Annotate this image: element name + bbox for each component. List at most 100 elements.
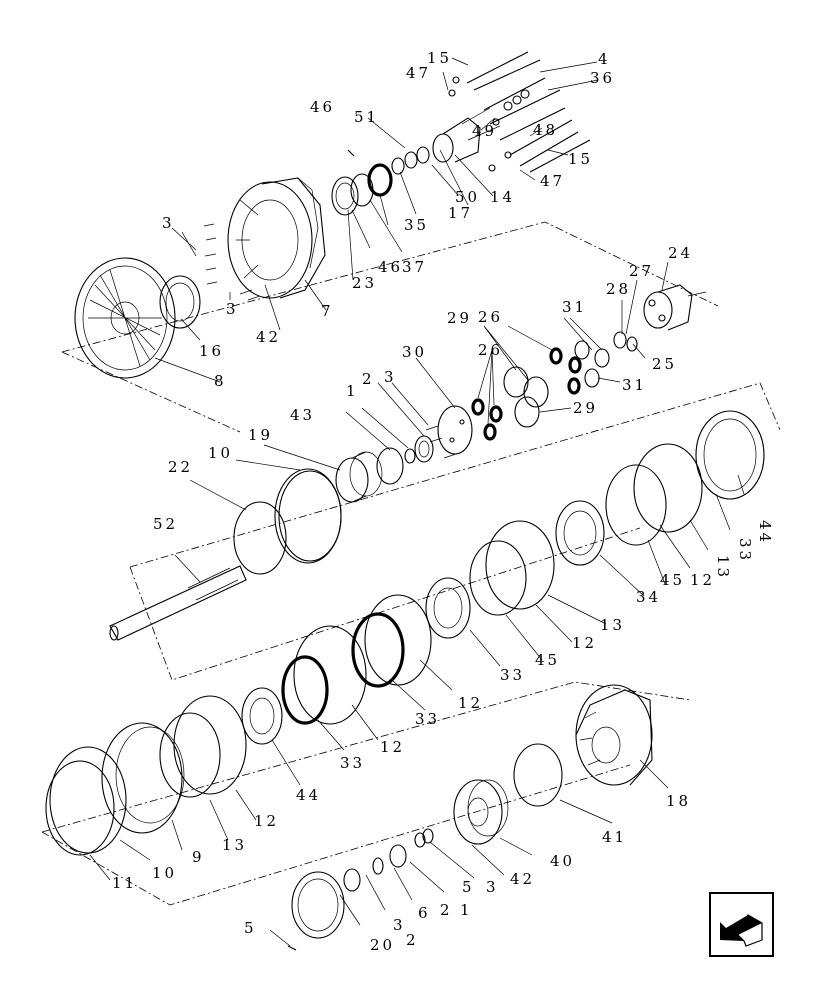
- callout-13c: 13: [222, 836, 247, 854]
- callout-3b: 3: [226, 300, 239, 318]
- callout-12c: 12: [458, 694, 483, 712]
- bearings-26: [471, 347, 582, 441]
- callout-48: 48: [533, 121, 558, 139]
- callout-17: 17: [448, 204, 473, 222]
- callout-10: 10: [208, 444, 233, 462]
- callout-37: 37: [402, 258, 427, 276]
- callout-12a: 12: [690, 571, 715, 589]
- callout-42a: 42: [256, 328, 281, 346]
- callout-35: 35: [404, 216, 429, 234]
- callout-30: 30: [402, 343, 427, 361]
- bolts-3-42: [181, 223, 261, 301]
- planet-gears-29: [503, 366, 549, 428]
- callout-47a: 47: [406, 64, 431, 82]
- rings-21-26: [372, 844, 407, 875]
- callout-44b: 44: [296, 786, 321, 804]
- callout-44a: 44: [756, 520, 774, 545]
- callout-16: 16: [199, 342, 224, 360]
- arrow-nav-icon[interactable]: [709, 892, 774, 957]
- callout-27: 27: [629, 262, 654, 280]
- callout-15a: 15: [427, 49, 452, 67]
- callout-33c: 33: [415, 710, 440, 728]
- leader-lines: [89, 57, 745, 947]
- callout-46b: 46: [378, 258, 403, 276]
- thrust-washer-2: [414, 435, 434, 463]
- output-flange-24: [643, 284, 707, 331]
- shaft-52: [109, 565, 247, 641]
- callout-25: 25: [652, 355, 677, 373]
- clutch-discs-right: [159, 410, 765, 798]
- callout-1b: 1: [460, 901, 473, 919]
- screw-5: [287, 945, 297, 951]
- callout-28: 28: [606, 280, 631, 298]
- callout-29a: 29: [447, 309, 472, 327]
- callout-20: 20: [370, 936, 395, 954]
- callout-33a: 33: [736, 538, 754, 563]
- callout-15b: 15: [568, 150, 593, 168]
- callout-45a: 45: [660, 571, 685, 589]
- section-boundaries: [41, 221, 781, 906]
- callout-40: 40: [550, 852, 575, 870]
- callout-49: 49: [472, 122, 497, 140]
- callout-9: 9: [192, 848, 205, 866]
- yoke-14: [432, 107, 501, 163]
- callout-36: 36: [590, 69, 615, 87]
- callout-29b: 29: [573, 399, 598, 417]
- callout-12e: 12: [254, 812, 279, 830]
- callout-12b: 12: [572, 634, 597, 652]
- callout-51: 51: [354, 108, 379, 126]
- hub-40: [453, 779, 509, 845]
- ring-1: [404, 448, 416, 464]
- callout-10b: 10: [152, 864, 177, 882]
- callout-13a: 13: [714, 555, 732, 580]
- callout-13b: 13: [600, 616, 625, 634]
- thrust-washer-43: [376, 447, 404, 485]
- callout-21: 2: [440, 901, 453, 919]
- callout-45b: 45: [535, 651, 560, 669]
- washers-50-51: [391, 146, 430, 175]
- bolts-15-47: [448, 51, 591, 173]
- callout-12d: 12: [380, 738, 405, 756]
- seal-35: [367, 163, 393, 197]
- ring-41: [513, 743, 563, 807]
- snap-ring-10: [274, 468, 342, 564]
- callout-47b: 47: [540, 172, 565, 190]
- callout-1: 1: [346, 382, 359, 400]
- carrier-30: [437, 405, 473, 455]
- callout-26b: 26: [478, 341, 503, 359]
- callout-42b: 42: [510, 870, 535, 888]
- callout-2b: 2: [406, 931, 419, 949]
- callout-34: 34: [636, 588, 661, 606]
- seals-11: [45, 746, 127, 856]
- callout-labels: 15 47 4 36 49 48 15 47 46 51 50 14 17 35…: [112, 49, 774, 954]
- callout-3d: 3: [486, 878, 499, 896]
- pins-3: [425, 425, 457, 459]
- callout-43: 43: [290, 406, 315, 424]
- cover-20: [291, 871, 345, 939]
- callout-46: 46: [310, 98, 335, 116]
- gasket-16: [159, 275, 201, 329]
- washers-53-42: [414, 828, 434, 848]
- callout-33d: 33: [340, 754, 365, 772]
- callout-33b: 33: [500, 666, 525, 684]
- bearing-23: [331, 176, 359, 216]
- piston-9: [101, 722, 185, 834]
- callout-23: 23: [352, 274, 377, 292]
- housing-cover-8: [74, 257, 176, 379]
- callout-7a: 7: [321, 302, 334, 320]
- callout-2: 2: [362, 370, 375, 388]
- callout-3c: 3: [384, 368, 397, 386]
- callout-52: 52: [153, 515, 178, 533]
- callout-18: 18: [666, 792, 691, 810]
- callout-8: 8: [214, 372, 227, 390]
- callout-50: 50: [455, 188, 480, 206]
- callout-19: 19: [248, 426, 273, 444]
- callout-4a: 4: [598, 50, 611, 68]
- callout-53: 5: [462, 878, 475, 896]
- snap-ring-22: [233, 501, 287, 575]
- callout-14: 14: [490, 188, 515, 206]
- drum-18: [575, 684, 653, 786]
- ring-32: [343, 868, 361, 892]
- callout-5: 5: [244, 919, 257, 937]
